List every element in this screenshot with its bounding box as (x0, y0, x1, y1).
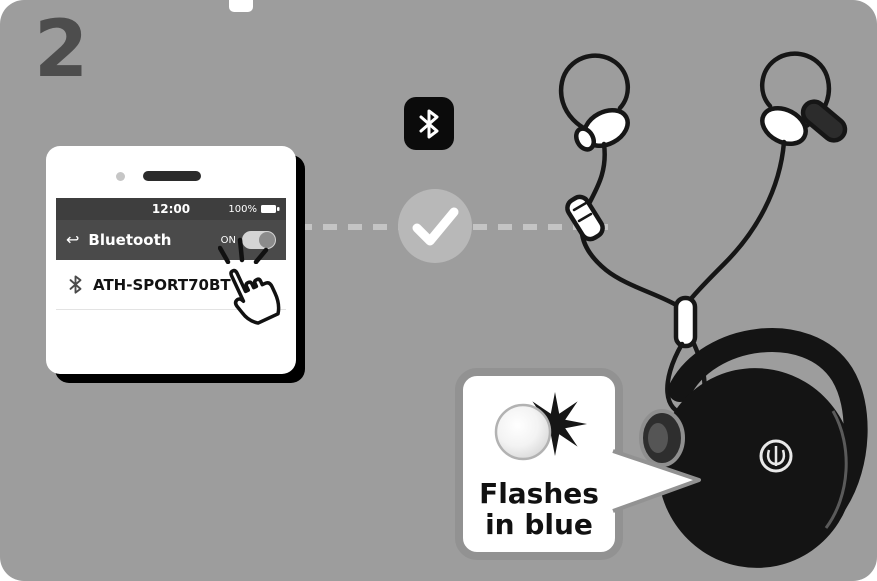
battery-icon (261, 205, 280, 213)
callout-pointer (612, 449, 701, 513)
clock-time: 12:00 (151, 202, 191, 216)
battery-percent: 100% (228, 203, 257, 215)
led-caption: Flashes in blue (463, 478, 615, 541)
brand-logo-icon (759, 439, 793, 473)
device-name: ATH-SPORT70BT (93, 275, 231, 294)
led-caption-line2: in blue (485, 508, 593, 542)
tap-marks-icon (218, 237, 269, 264)
camera-dot-icon (116, 172, 125, 181)
toggle-on-label: ON (220, 234, 236, 246)
phone-illustration: 12:00 100% ↩ Bluetooth ON (46, 146, 296, 374)
back-arrow-icon: ↩ (66, 230, 80, 249)
led-flash-icon (494, 392, 587, 461)
bluetooth-badge-icon (404, 97, 454, 150)
led-callout: Flashes in blue (455, 368, 623, 560)
phone-screen: 12:00 100% ↩ Bluetooth ON (56, 198, 286, 364)
led-caption-line1: Flashes (479, 477, 599, 510)
status-bar: 12:00 100% (56, 198, 286, 220)
bluetooth-icon (69, 275, 82, 294)
bluetooth-toggle (242, 231, 276, 249)
check-icon (398, 189, 472, 263)
earbud-illustration (639, 328, 868, 568)
bluetooth-title: Bluetooth (88, 231, 172, 249)
step-number: 2 (34, 5, 89, 95)
page-notch (229, 0, 253, 12)
pointing-hand-icon (229, 268, 281, 325)
toggle-knob (259, 232, 275, 248)
speaker-slot-icon (143, 171, 201, 181)
bluetooth-settings-bar: ↩ Bluetooth ON (56, 220, 286, 260)
